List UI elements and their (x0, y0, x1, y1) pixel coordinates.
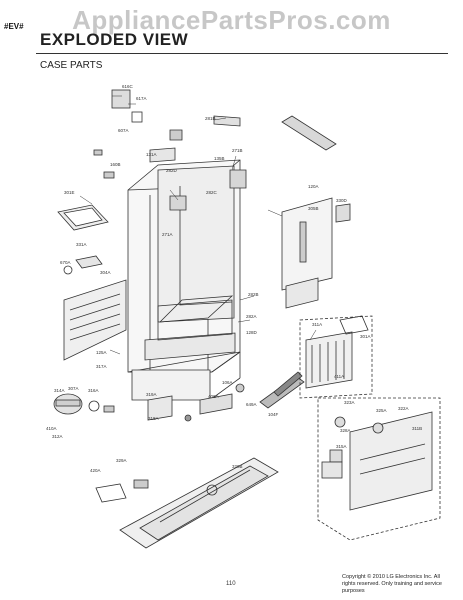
callout: 318A (148, 416, 159, 421)
callout: 311B (412, 426, 422, 431)
callout: 410A (46, 426, 57, 431)
callout: 301A (360, 334, 371, 339)
copyright-line: purposes (342, 588, 365, 594)
callout-labels: 616C 617A 607A 281B 131A 160B 135B 271B … (46, 84, 422, 473)
callout: 330D (336, 198, 348, 203)
callout: 304A (100, 270, 111, 275)
page-title: EXPLODED VIEW (40, 30, 189, 49)
callout: 160B (110, 162, 121, 167)
callout: 282D (166, 168, 178, 173)
callout: 317A (96, 364, 107, 369)
callout: 314A (54, 388, 65, 393)
control-panel (281, 197, 351, 309)
callout: 316A (88, 388, 99, 393)
callout: 301E (64, 190, 75, 195)
lower-right-group (317, 397, 441, 541)
callout: 607A (118, 128, 129, 133)
callout: 106A (222, 380, 233, 385)
copyright-line: Copyright © 2010 LG Electronics Inc. All (342, 574, 440, 580)
callout: 131A (146, 152, 157, 157)
callout: 128D (246, 330, 258, 335)
callout: 282B (248, 292, 259, 297)
callout: 120A (308, 184, 319, 189)
copyright-notice: Copyright © 2010 LG Electronics Inc. All… (342, 574, 462, 595)
callout: 311A (312, 322, 322, 327)
callout: 323A (344, 400, 355, 405)
section-subtitle: CASE PARTS (40, 60, 103, 71)
callout: 670A (60, 260, 71, 265)
callout: 271B (232, 148, 243, 153)
copyright-line: rights reserved. Only training and servi… (342, 581, 442, 587)
callout: 616C (122, 84, 134, 89)
callout: 104F (268, 412, 279, 417)
callout: 420A (90, 468, 101, 473)
compressor (53, 393, 115, 415)
callout: 331A (76, 242, 87, 247)
evaporator-coil (305, 315, 369, 389)
machine-room-parts (147, 371, 305, 422)
watermark: AppliancePartsPros.com (72, 5, 391, 35)
dashed-box-upper-right (299, 315, 373, 399)
back-cover-panel (63, 279, 127, 361)
callout: 320B (232, 464, 243, 469)
callout: 312A (52, 434, 63, 439)
callout: 649A (246, 402, 257, 407)
callout: 325A (376, 408, 387, 413)
left-parts (57, 149, 115, 275)
callout: 135B (214, 156, 225, 161)
page-number: 110 (226, 581, 236, 587)
callout: 617A (136, 96, 147, 101)
top-cover-strip (281, 115, 337, 151)
callout: 125A (96, 350, 107, 355)
callout: 406A (208, 394, 219, 399)
callout: 282C (206, 190, 218, 195)
callout: 305B (308, 206, 319, 211)
callout: 329A (116, 458, 127, 463)
callout: 282A (246, 314, 257, 319)
title-rule (36, 53, 448, 54)
leader-lines (79, 95, 317, 355)
callout: 271A (162, 232, 173, 237)
callout: 411A (334, 374, 344, 379)
callout: 322A (398, 406, 409, 411)
callout: 315A (336, 444, 347, 449)
callout: 319A (146, 392, 157, 397)
callout: 281B (205, 116, 216, 121)
callout: 328A (340, 428, 351, 433)
page-tag: #EV# (4, 22, 24, 31)
callout: 307A (68, 386, 79, 391)
top-hinge-parts (111, 89, 247, 211)
base-plate (95, 457, 279, 549)
